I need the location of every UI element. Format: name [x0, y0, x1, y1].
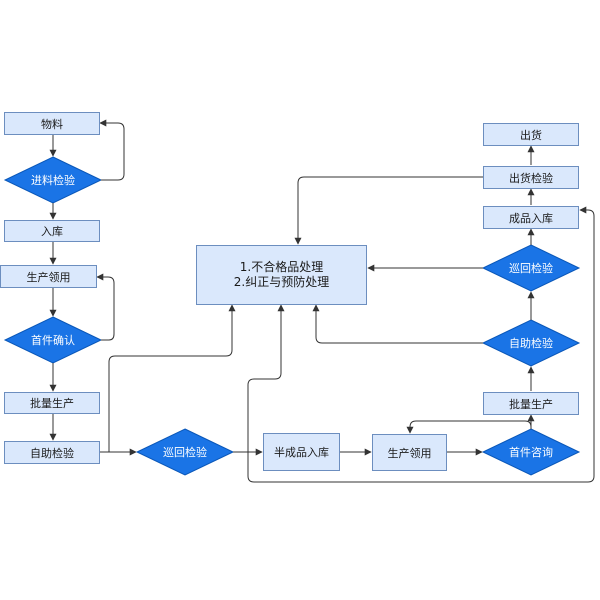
incoming-inspection-diamond — [3, 156, 103, 204]
finished-goods-warehousing-box: 成品入库 — [483, 206, 579, 229]
nonconforming-handling-box: 1.不合格品处理 2.纠正与预防处理 — [196, 245, 367, 305]
edge-patrol-to-nonconforming — [247, 304, 285, 458]
production-requisition-2-box: 生产领用 — [372, 434, 447, 471]
warehousing-box: 入库 — [4, 220, 100, 242]
patrol-inspection-2-diamond — [481, 244, 581, 292]
edge-shipinspection-to-nonconforming — [294, 176, 483, 245]
nonconforming-line-2: 2.纠正与预防处理 — [233, 275, 330, 289]
edge-firstpiece-loop-to-requisition — [96, 273, 115, 341]
edge-selfinspection-to-nonconforming — [108, 304, 236, 452]
edge-bottom-loop-to-finishedgoods — [247, 206, 595, 483]
first-piece-inquiry-diamond — [481, 428, 581, 476]
shipment-box: 出货 — [483, 123, 579, 146]
shipment-inspection-box: 出货检验 — [483, 166, 579, 189]
edge-selfinspection2-to-nonconforming — [312, 304, 483, 344]
self-inspection-2-diamond — [481, 319, 581, 367]
edge-inquiry-loop-to-requisition2 — [406, 420, 532, 434]
patrol-inspection-1-diamond — [135, 428, 235, 476]
material-box: 物料 — [4, 112, 100, 135]
production-requisition-1-box: 生产领用 — [0, 265, 97, 288]
first-piece-confirm-diamond — [3, 316, 103, 364]
edge-incoming-loop-to-material — [99, 119, 125, 181]
mass-production-1-box: 批量生产 — [4, 392, 100, 414]
mass-production-2-box: 批量生产 — [483, 392, 579, 415]
self-inspection-1-box: 自助检验 — [4, 441, 100, 464]
semi-finished-warehousing-box: 半成品入库 — [263, 433, 340, 471]
nonconforming-line-1: 1.不合格品处理 — [239, 260, 324, 274]
